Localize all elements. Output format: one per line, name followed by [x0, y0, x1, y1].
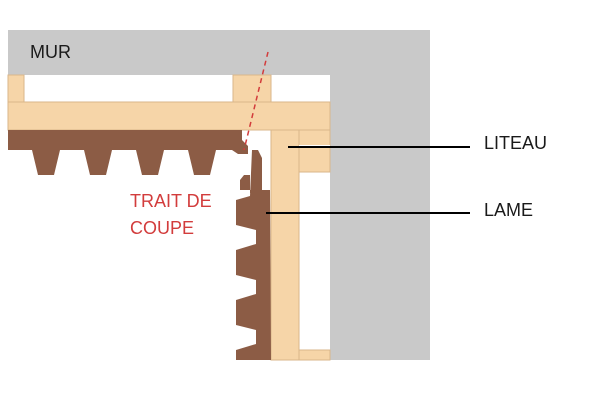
- batten-block-mid: [232, 74, 272, 103]
- board-vertical-shape: [236, 150, 271, 360]
- batten-vertical: [270, 129, 300, 361]
- batten-horizontal: [7, 101, 331, 131]
- cut-line-label-2: COUPE: [130, 218, 194, 238]
- cut-line-label-1: TRAIT DE: [130, 191, 212, 211]
- board-horizontal-shape: [8, 130, 248, 175]
- wall-label: MUR: [30, 42, 71, 62]
- wall: [8, 30, 430, 360]
- board-label: LAME: [484, 200, 533, 220]
- battens: [7, 74, 331, 361]
- batten-block-left: [7, 74, 25, 103]
- board-vertical: [236, 150, 271, 360]
- batten-block-top: [298, 129, 331, 173]
- board-horizontal: [8, 130, 248, 175]
- cut-line: [243, 51, 269, 151]
- batten-label: LITEAU: [484, 133, 547, 153]
- batten-block-bottom: [298, 349, 331, 361]
